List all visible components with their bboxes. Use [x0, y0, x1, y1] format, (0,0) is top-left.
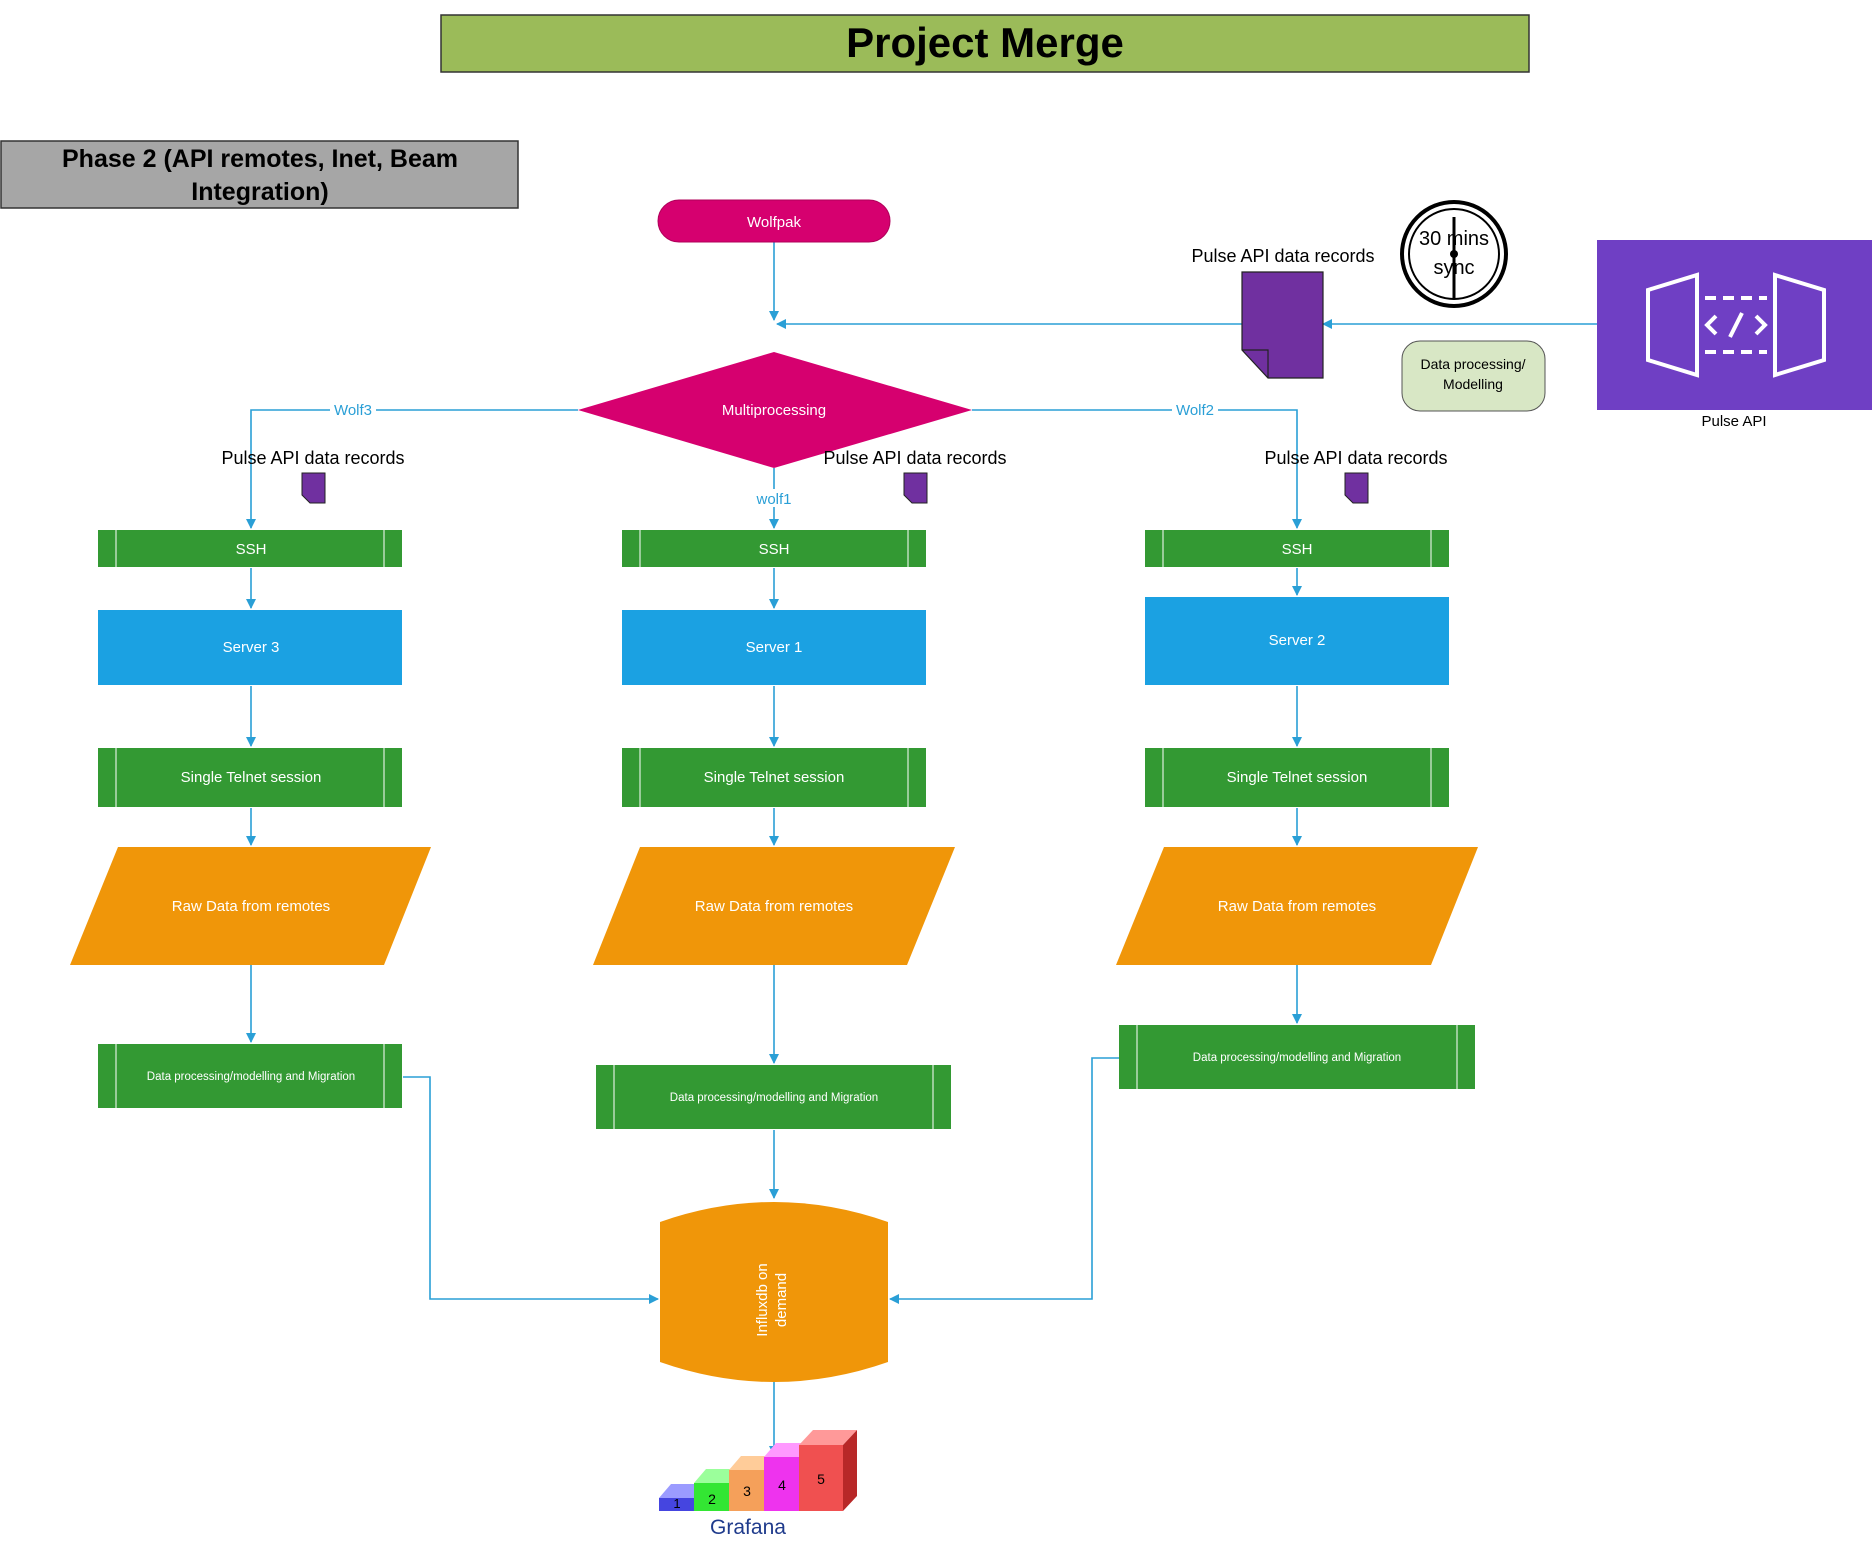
column-server-3: Pulse API data records SSH Server 3 Sing… [70, 448, 431, 1108]
pulse-api-label: Pulse API [1701, 413, 1766, 430]
ssh-label: SSH [759, 541, 790, 558]
phase-label-line-2: Integration) [191, 178, 329, 206]
branch-label-left-text: Wolf3 [334, 402, 372, 419]
telnet-label: Single Telnet session [1227, 769, 1368, 786]
raw-data-node[interactable]: Raw Data from remotes [593, 847, 955, 965]
wolfpak-node[interactable]: Wolfpak [657, 199, 891, 243]
branch-label-right-text: Wolf2 [1176, 402, 1214, 419]
grafana-chart-icon: 1 2 3 4 5 [659, 1430, 857, 1511]
timer-line-1: 30 mins [1419, 228, 1489, 250]
grafana-step-1: 1 [673, 1496, 680, 1511]
phase-label: Phase 2 (API remotes, Inet, Beam Integra… [0, 140, 519, 209]
processing-node[interactable]: Data processing/modelling and Migration [98, 1044, 402, 1108]
server-label: Server 1 [746, 639, 803, 656]
database-label-line-1: Influxdb on [754, 1263, 771, 1336]
branch-label-center: wolf1 [752, 489, 796, 508]
ssh-node[interactable]: SSH [622, 530, 926, 567]
raw-data-label: Raw Data from remotes [695, 898, 853, 915]
database-label-line-2: demand [773, 1273, 790, 1327]
ssh-node[interactable]: SSH [1145, 530, 1449, 567]
processing-label: Data processing/modelling and Migration [670, 1092, 878, 1104]
raw-data-node[interactable]: Raw Data from remotes [1116, 847, 1478, 965]
server-node[interactable]: Server 1 [622, 610, 926, 685]
page-title: Project Merge [846, 19, 1124, 66]
influxdb-database[interactable]: Influxdb on demand [660, 1202, 888, 1382]
telnet-node[interactable]: Single Telnet session [622, 748, 926, 807]
data-processing-note-line-2: Modelling [1443, 376, 1503, 392]
document-icon [301, 472, 326, 504]
column-server-2: Pulse API data records SSH Server 2 Sing… [1116, 448, 1478, 1089]
server-label: Server 3 [223, 639, 280, 656]
pulse-api-records-top: Pulse API data records [1191, 246, 1375, 379]
timer-line-2: sync [1433, 257, 1474, 279]
raw-data-label: Raw Data from remotes [172, 898, 330, 915]
grafana-step-2: 2 [708, 1491, 716, 1507]
wolfpak-label: Wolfpak [747, 214, 801, 231]
server-node[interactable]: Server 2 [1145, 597, 1449, 685]
document-icon [1344, 472, 1369, 504]
timer-clock: 30 mins sync [1400, 200, 1508, 308]
processing-label: Data processing/modelling and Migration [1193, 1052, 1401, 1064]
server-label: Server 2 [1269, 632, 1326, 649]
records-label-col-3: Pulse API data records [1264, 448, 1447, 468]
records-label-col-2: Pulse API data records [823, 448, 1006, 468]
data-processing-note-line-1: Data processing/ [1420, 356, 1525, 372]
document-icon [903, 472, 928, 504]
telnet-node[interactable]: Single Telnet session [1145, 748, 1449, 807]
data-processing-note: Data processing/ Modelling [1401, 340, 1546, 412]
multiprocessing-label: Multiprocessing [722, 402, 826, 419]
grafana-step-5: 5 [817, 1471, 825, 1487]
pulse-api-node[interactable]: Pulse API [1597, 240, 1872, 430]
grafana-label: Grafana [710, 1516, 786, 1539]
grafana-step-3: 3 [743, 1483, 751, 1499]
processing-label: Data processing/modelling and Migration [147, 1071, 355, 1083]
processing-node[interactable]: Data processing/modelling and Migration [1119, 1025, 1475, 1089]
ssh-label: SSH [1282, 541, 1313, 558]
records-label-col-1: Pulse API data records [221, 448, 404, 468]
raw-data-label: Raw Data from remotes [1218, 898, 1376, 915]
telnet-label: Single Telnet session [704, 769, 845, 786]
ssh-label: SSH [236, 541, 267, 558]
title-banner: Project Merge [440, 14, 1530, 73]
ssh-node[interactable]: SSH [98, 530, 402, 567]
processing-node[interactable]: Data processing/modelling and Migration [596, 1065, 951, 1129]
pulse-api-records-top-label: Pulse API data records [1191, 246, 1374, 266]
grafana-step-4: 4 [778, 1477, 786, 1493]
phase-label-line-1: Phase 2 (API remotes, Inet, Beam [62, 145, 458, 173]
multiprocessing-decision[interactable]: Multiprocessing [578, 352, 972, 468]
telnet-label: Single Telnet session [181, 769, 322, 786]
column-server-1: Pulse API data records SSH Server 1 Sing… [593, 448, 1007, 1129]
telnet-node[interactable]: Single Telnet session [98, 748, 402, 807]
branch-label-left: Wolf3 [330, 401, 376, 419]
branch-label-right: Wolf2 [1172, 401, 1218, 419]
api-gateway-icon [1646, 272, 1826, 378]
connectors [246, 242, 1597, 1456]
branch-label-center-text: wolf1 [755, 491, 791, 508]
server-node[interactable]: Server 3 [98, 610, 402, 685]
raw-data-node[interactable]: Raw Data from remotes [70, 847, 431, 965]
document-icon [1241, 271, 1324, 379]
